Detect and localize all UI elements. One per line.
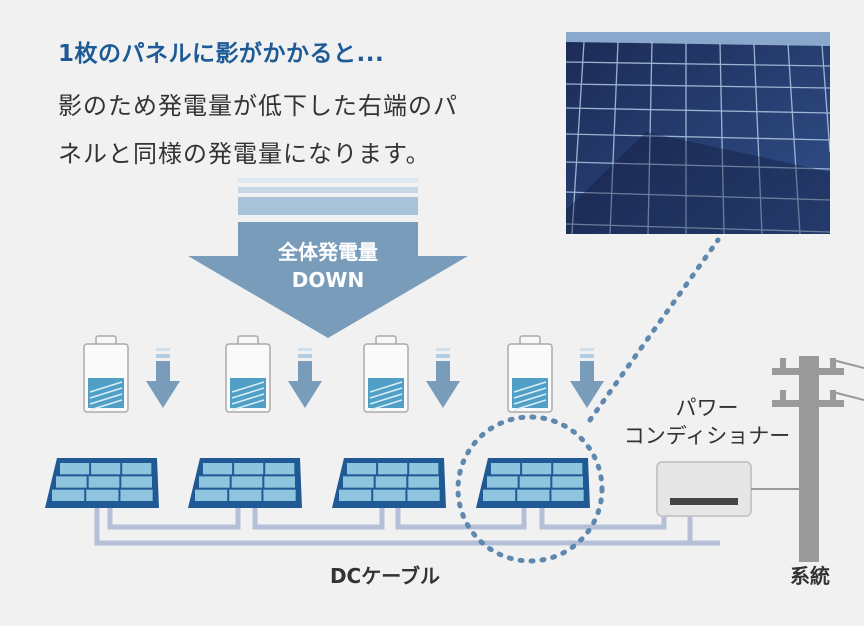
power-conditioner-device [656,461,800,517]
description-line-2: ネルと同様の発電量になります。 [58,140,431,168]
solar-panels [45,458,590,508]
solar-panel [332,458,446,508]
solar-panel-shadow-photo [566,32,830,234]
small-down-arrow [570,348,604,408]
solar-panel [476,458,590,508]
power-conditioner-label: パワー コンディショナー [610,394,804,450]
battery-indicators [83,335,604,413]
dc-cable-lines [94,508,720,546]
description: 影のため発電量が低下した右端のパ ネルと同様の発電量になります。 [58,82,538,178]
power-conditioner-label-line-1: パワー [675,396,739,420]
utility-pole [772,356,864,562]
solar-panel [188,458,302,508]
solar-panel [45,458,159,508]
arrow-label-line-2: DOWN [291,268,365,292]
arrow-label: 全体発電量 DOWN [240,238,416,294]
battery-icon [507,335,553,413]
description-line-1: 影のため発電量が低下した右端のパ [58,92,458,120]
battery-icon [83,335,129,413]
heading: 1枚のパネルに影がかかると... [58,41,385,67]
grid-label: 系統 [790,564,830,588]
output-down-arrow [188,178,468,338]
dc-cable-label: DCケーブル [329,564,441,588]
battery-icon [225,335,271,413]
power-conditioner-label-line-2: コンディショナー [623,424,791,448]
small-down-arrow [426,348,460,408]
arrow-label-line-1: 全体発電量 [278,240,378,264]
small-down-arrow [288,348,322,408]
photo-callout-dotted-line [587,237,721,423]
small-down-arrow [146,348,180,408]
shaded-panel-highlight [455,414,605,564]
battery-icon [363,335,409,413]
